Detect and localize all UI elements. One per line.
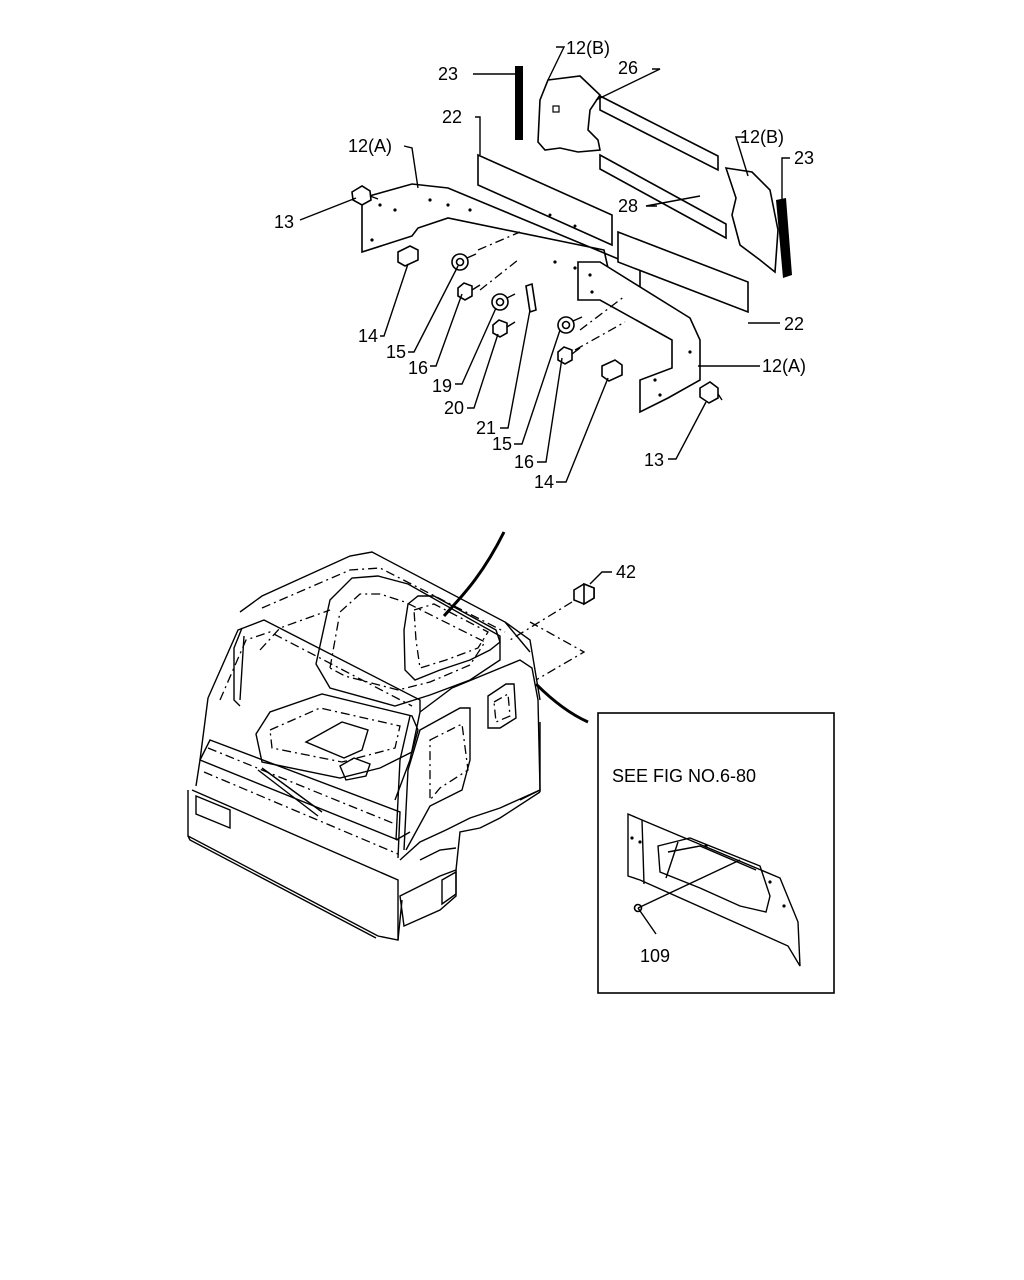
truck-cab (187, 551, 541, 941)
seal-23-left (515, 66, 523, 140)
callout-13-right: 13 (644, 450, 664, 470)
callout-22-top: 22 (442, 107, 462, 127)
grommet-19 (491, 293, 516, 311)
callout-16-left: 16 (408, 358, 428, 378)
insulator-22-top (477, 153, 613, 247)
grommet-15-left (451, 253, 477, 271)
callout-21: 21 (476, 418, 496, 438)
callout-42: 42 (616, 562, 636, 582)
leader-42 (589, 571, 612, 585)
callout-16-right: 16 (514, 452, 534, 472)
callout-19: 19 (432, 376, 452, 396)
trim-26 (599, 94, 719, 172)
panel-12b-top (537, 75, 602, 153)
trim-28 (599, 153, 727, 240)
callout-20: 20 (444, 398, 464, 418)
harness-wire-side (534, 682, 589, 724)
gasket-21 (525, 282, 537, 314)
seal-23-right (776, 198, 792, 278)
callout-13-left: 13 (274, 212, 294, 232)
leader-lines (299, 46, 790, 483)
callout-14-right: 14 (534, 472, 554, 492)
callout-15-left: 15 (386, 342, 406, 362)
insulator-22-right (617, 230, 749, 314)
callout-15-right: 15 (492, 434, 512, 454)
relation-line-42 (509, 601, 586, 681)
harness-wire-top (442, 531, 506, 617)
inset-leader-109 (637, 907, 657, 935)
panel-12b-right (724, 167, 779, 274)
callout-26: 26 (618, 58, 638, 78)
bolt-13-left (351, 185, 379, 206)
plug-42 (573, 582, 595, 606)
screw-20 (492, 319, 516, 338)
bolt-13-right (699, 381, 723, 404)
callout-12a-left: 12(A) (348, 136, 392, 156)
callout-12a-right: 12(A) (762, 356, 806, 376)
clip-14-right (601, 359, 623, 382)
clip-14-left (397, 245, 419, 267)
callout-22-right: 22 (784, 314, 804, 334)
inset-reference-text: SEE FIG NO.6-80 (612, 766, 756, 786)
inset-callout-109: 109 (640, 946, 670, 966)
callout-23-left: 23 (438, 64, 458, 84)
callout-14-left: 14 (358, 326, 378, 346)
callout-28: 28 (618, 196, 638, 216)
callout-12b-top: 12(B) (566, 38, 610, 58)
panel-12a-right (577, 261, 701, 414)
reference-inset: SEE FIG NO.6-80 109 (597, 712, 835, 994)
callout-12b-right: 12(B) (740, 127, 784, 147)
callout-23-right: 23 (794, 148, 814, 168)
grommet-15-right (557, 316, 583, 334)
